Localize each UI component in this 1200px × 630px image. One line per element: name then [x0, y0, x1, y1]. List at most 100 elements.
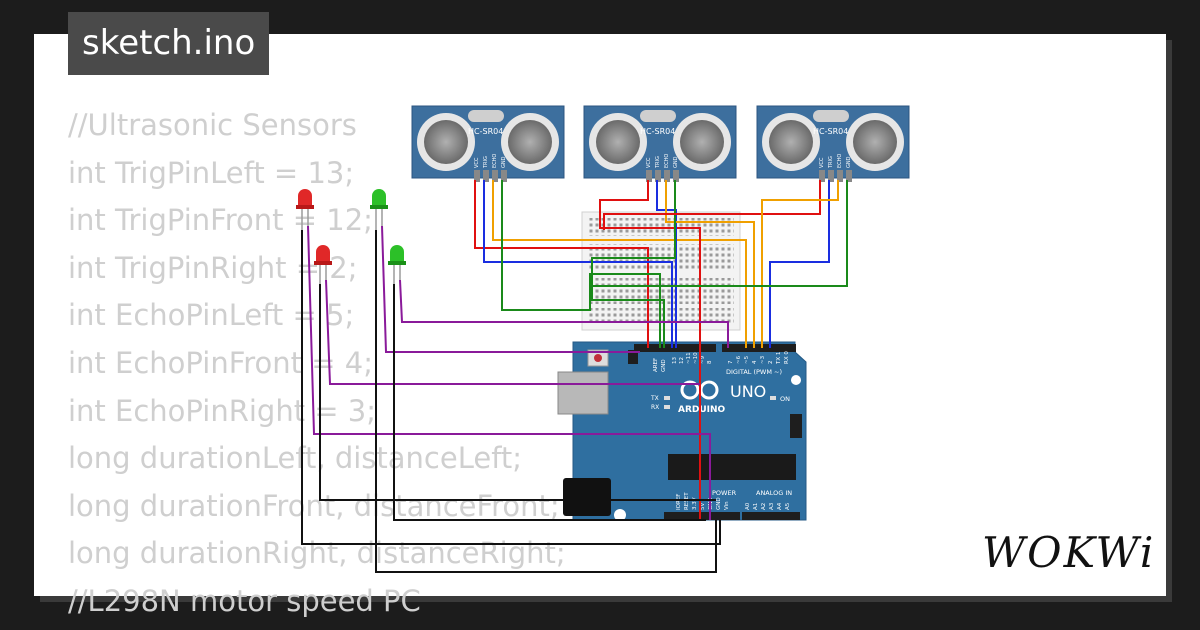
- sensor-pin-label: ECHO: [492, 154, 498, 168]
- analog-label: ANALOG IN: [756, 489, 792, 497]
- wire-black-led-green-1-gnd: [375, 230, 717, 573]
- wire-black-led-green-2-gnd: [393, 284, 706, 521]
- sensor-pin: [646, 170, 652, 182]
- analog-pin-label: A4: [777, 502, 783, 510]
- sensor-pin-label: TRIG: [828, 156, 834, 169]
- sensor-pin-label: GND: [673, 156, 679, 168]
- sensor-pin: [664, 170, 670, 182]
- sensor-pin: [846, 170, 852, 182]
- power-pin-label: 5V: [700, 503, 706, 510]
- digital-pin-label: 13: [672, 357, 678, 364]
- code-line: long durationRight, distanceRight;: [68, 536, 566, 571]
- power-pin-label: IOREF: [676, 494, 682, 510]
- code-line: int EchoPinRight = 3;: [68, 393, 377, 428]
- digital-header-right: [722, 344, 796, 352]
- arduino-uno-board: UNO ARDUINO DIGITAL (PWM ~) POWER ANALOG…: [557, 341, 807, 521]
- sensor-pin-label: VCC: [819, 157, 825, 168]
- sensor-pin: [501, 170, 507, 182]
- sensor-pin: [819, 170, 825, 182]
- sensor-pin-label: GND: [846, 156, 852, 168]
- analog-header: [742, 512, 800, 520]
- power-label: POWER: [712, 489, 737, 497]
- usb-port: [557, 371, 609, 415]
- digital-pin-label: 2: [768, 361, 774, 365]
- wire-red-sensor-right-vcc: [603, 180, 821, 230]
- code-line: //Ultrasonic Sensors: [68, 108, 357, 142]
- sensor-pin-label: ECHO: [664, 154, 670, 168]
- sensor-pin-label: GND: [501, 156, 507, 168]
- sensor-pin-label: TRIG: [483, 156, 489, 169]
- wire-black-led-red-2-gnd: [319, 284, 716, 501]
- code-line: long durationLeft, distanceLeft;: [68, 441, 523, 476]
- sensor-pin-label: ECHO: [837, 154, 843, 168]
- sensor-pin: [483, 170, 489, 182]
- wokwi-logo[interactable]: WOKWi: [978, 528, 1160, 577]
- icsp-header: [790, 414, 802, 438]
- digital-pin-label: ~11: [686, 352, 692, 364]
- digital-pin-label: ~9: [700, 355, 706, 364]
- led-red-1[interactable]: [296, 189, 314, 230]
- wire-blue-sensor-right-trig: [769, 180, 830, 348]
- wire-black-led-red-1-gnd: [301, 230, 721, 545]
- digital-pin-label: 4: [752, 360, 758, 364]
- digital-pin-label: 8: [707, 360, 713, 364]
- digital-pin-label: ~6: [736, 355, 742, 364]
- sensor-pin: [655, 170, 661, 182]
- board-model-label: UNO: [730, 382, 766, 401]
- sensor-model-label: HC-SR04: [813, 127, 848, 136]
- gnd-label: GND: [661, 359, 667, 372]
- power-header: [664, 512, 740, 520]
- wire-purple-led-red-2: [325, 279, 700, 385]
- digital-pin-label: ~5: [744, 355, 750, 364]
- digital-pins-label: DIGITAL (PWM ~): [726, 368, 782, 376]
- sensor-pin: [828, 170, 834, 182]
- power-jack: [563, 478, 611, 516]
- power-pin-label: GND: [716, 497, 722, 510]
- rx-led-label: RX: [651, 404, 659, 411]
- wire-orange-sensor-right-echo: [761, 180, 839, 348]
- code-line: //L298N motor speed PC: [68, 583, 421, 618]
- digital-pin-label: ~10: [693, 352, 699, 364]
- sensor-pin-label: TRIG: [655, 156, 661, 169]
- analog-pin-label: A5: [785, 502, 791, 510]
- code-line: int EchoPinLeft = 5;: [68, 298, 355, 333]
- led-red-2[interactable]: [314, 245, 332, 284]
- wire-red-sensor-left-vcc: [474, 180, 649, 348]
- wire-purple-led-green-2: [399, 279, 729, 348]
- on-led-label: ON: [780, 395, 790, 403]
- digital-pin-label: TX 1: [776, 352, 782, 365]
- led-green-1[interactable]: [370, 189, 388, 230]
- code-line: int TrigPinLeft = 13;: [68, 155, 355, 190]
- atmega-chip: [668, 454, 796, 480]
- sensor-model-label: HC-SR04: [468, 127, 503, 136]
- digital-pin-label: 12: [679, 357, 685, 364]
- sensor-pin: [673, 170, 679, 182]
- led-green-2[interactable]: [388, 245, 406, 284]
- wire-green-sensor-right-gnd: [592, 180, 848, 287]
- wire-purple-led-green-1: [381, 225, 640, 353]
- digital-pin-label: RX 0: [784, 351, 790, 364]
- wires: [301, 180, 848, 573]
- wire-purple-led-red-1: [307, 225, 711, 520]
- power-pin-label: 3.3V: [692, 497, 698, 510]
- analog-pin-label: A1: [753, 503, 759, 510]
- code-line: int EchoPinFront = 4;: [68, 345, 374, 380]
- code-line: int TrigPinFront = 12;: [68, 203, 373, 238]
- wire-red-sensor-front-vcc: [599, 180, 701, 520]
- code-line: long durationFront, distanceFront;: [68, 488, 560, 523]
- sketch-title-badge[interactable]: sketch.ino: [68, 12, 270, 75]
- reset-button[interactable]: [594, 354, 602, 362]
- sensor-pin: [492, 170, 498, 182]
- analog-pin-label: A3: [769, 502, 775, 510]
- wire-green-sensor-front-gnd: [591, 180, 676, 348]
- wire-orange-sensor-left-echo: [492, 180, 747, 348]
- tx-led-label: TX: [650, 395, 659, 402]
- aref-label: AREF: [653, 358, 659, 372]
- sensor-pin-label: VCC: [646, 157, 652, 168]
- sensor-pin: [837, 170, 843, 182]
- analog-pin-label: A0: [745, 502, 751, 510]
